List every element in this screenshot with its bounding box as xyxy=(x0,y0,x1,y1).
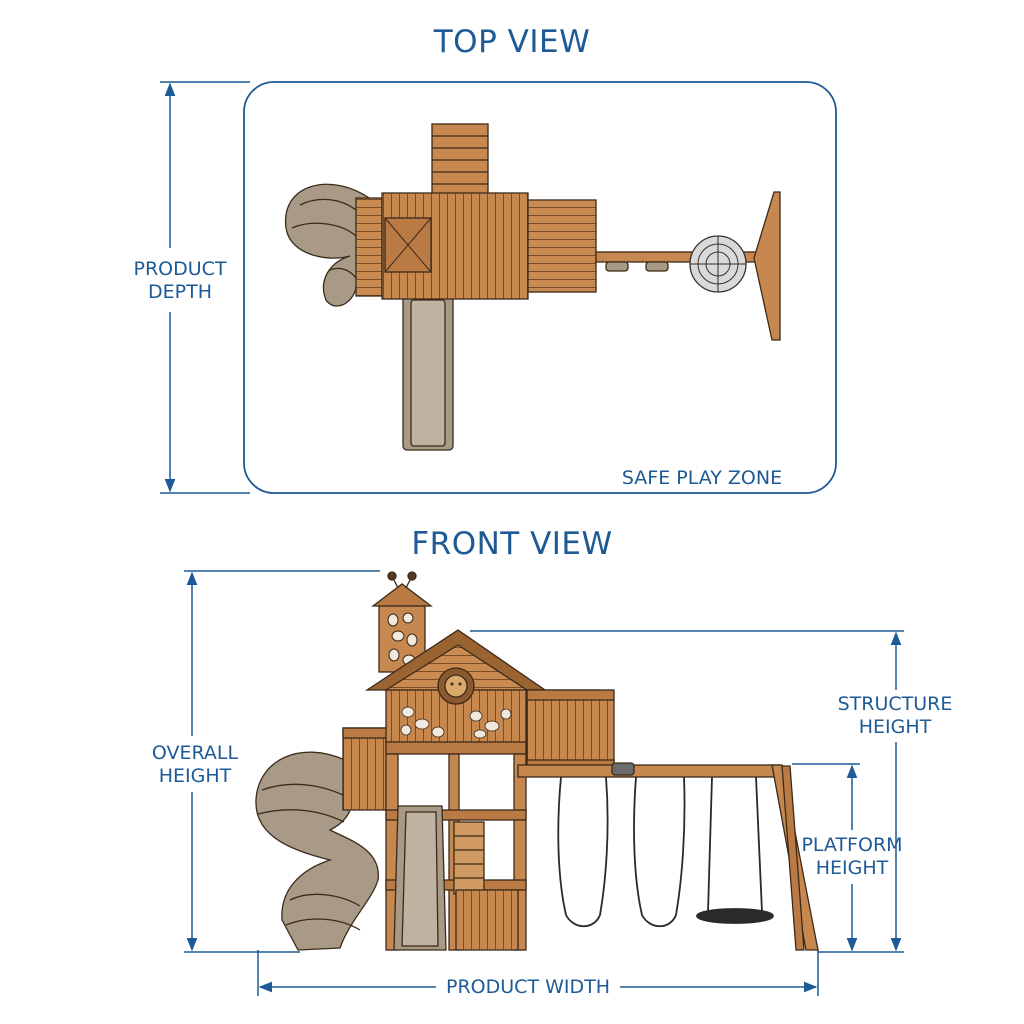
tube-slide-icon xyxy=(284,183,373,307)
top-main-deck xyxy=(355,192,597,300)
overall-height-label: OVERALL HEIGHT xyxy=(140,742,250,788)
top-view-dimensions xyxy=(160,81,250,494)
front-swing-frame xyxy=(517,762,819,951)
web-swing-chain-left xyxy=(707,776,713,913)
front-deck-railing xyxy=(526,689,615,771)
platform-height-label-line2: HEIGHT xyxy=(815,857,889,879)
product-depth-label-line2: DEPTH xyxy=(148,281,212,303)
front-view-dimensions xyxy=(184,570,904,996)
top-view-title: TOP VIEW xyxy=(433,24,591,60)
lion-emblem-icon xyxy=(437,667,475,705)
top-ladder xyxy=(431,123,489,195)
belt-swing-1 xyxy=(557,776,609,928)
overall-height-label-line2: HEIGHT xyxy=(158,765,232,787)
front-side-deck xyxy=(342,727,390,811)
front-ladder xyxy=(453,821,485,895)
front-lower-fence xyxy=(455,889,519,951)
safe-play-zone-boundary xyxy=(243,81,837,494)
platform-height-label: PLATFORM HEIGHT xyxy=(792,834,912,880)
top-a-frame xyxy=(753,191,781,341)
product-width-label: PRODUCT WIDTH xyxy=(438,976,618,999)
structure-height-label-line2: HEIGHT xyxy=(858,716,932,738)
web-swing-seat-front xyxy=(696,908,774,924)
top-straight-slide xyxy=(402,295,454,451)
top-swing-beam xyxy=(595,191,781,341)
top-view-playset xyxy=(284,123,781,451)
structure-height-label: STRUCTURE HEIGHT xyxy=(830,693,960,739)
belt-swing-2 xyxy=(633,776,686,928)
safe-play-zone-label: SAFE PLAY ZONE xyxy=(621,467,783,489)
front-swings xyxy=(557,776,774,928)
structure-height-label-line1: STRUCTURE xyxy=(837,693,953,715)
rock-climb-wall-icon xyxy=(387,612,418,666)
overall-height-label-line1: OVERALL xyxy=(151,742,239,764)
platform-height-label-line1: PLATFORM xyxy=(801,834,903,856)
product-depth-label: PRODUCT DEPTH xyxy=(124,258,236,304)
product-depth-label-line1: PRODUCT xyxy=(133,258,227,280)
front-view-title: FRONT VIEW xyxy=(411,526,613,562)
web-swing-chain-right xyxy=(755,776,763,913)
front-straight-slide xyxy=(393,805,447,951)
front-view-playset xyxy=(255,571,819,951)
